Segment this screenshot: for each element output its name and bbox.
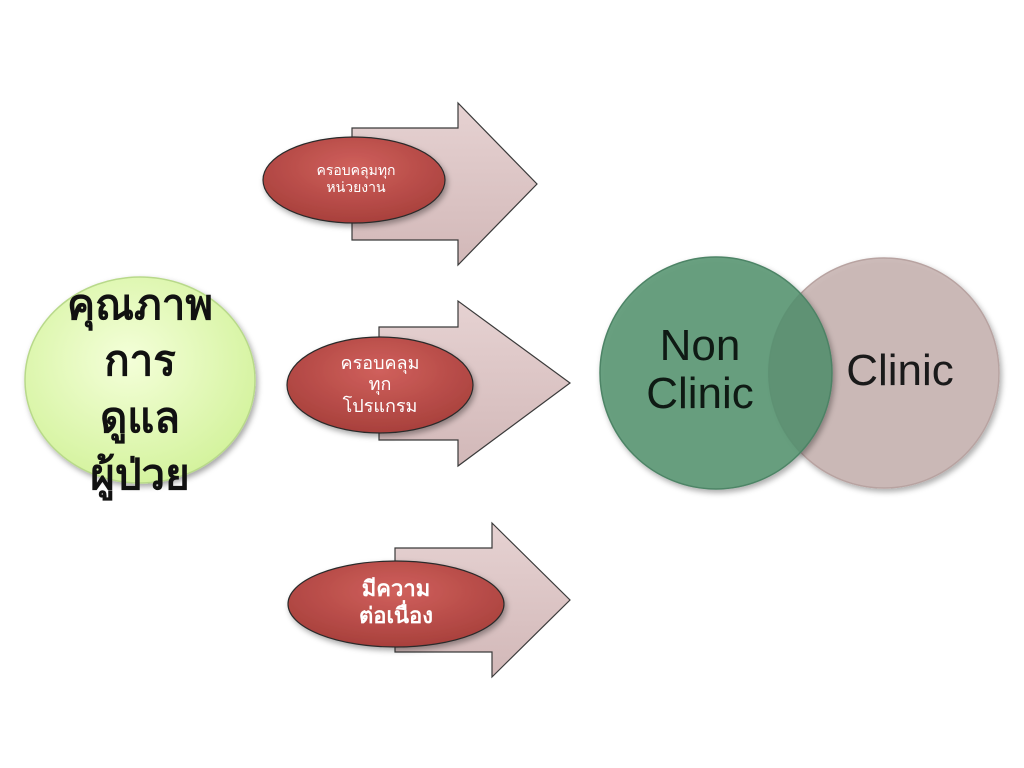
venn-left-label: Non Clinic [646, 320, 754, 418]
oval-3 [287, 560, 505, 648]
oval-1 [262, 136, 446, 224]
main-circle-label: คุณภาพ การ ดูแล ผู้ป่วย [66, 279, 213, 499]
main-circle [24, 276, 256, 484]
venn-right-label: Clinic [846, 345, 954, 395]
branch-1-label: ครอบคลุมทุก หน่วยงาน [316, 162, 396, 197]
branch-2-label: ครอบคลุม ทุก โปรแกรม [340, 352, 420, 417]
oval-2 [286, 336, 474, 434]
branch-3-label: มีความ ต่อเนื่อง [358, 576, 433, 630]
venn-overlap [768, 293, 833, 453]
venn-left-circle [599, 256, 833, 490]
